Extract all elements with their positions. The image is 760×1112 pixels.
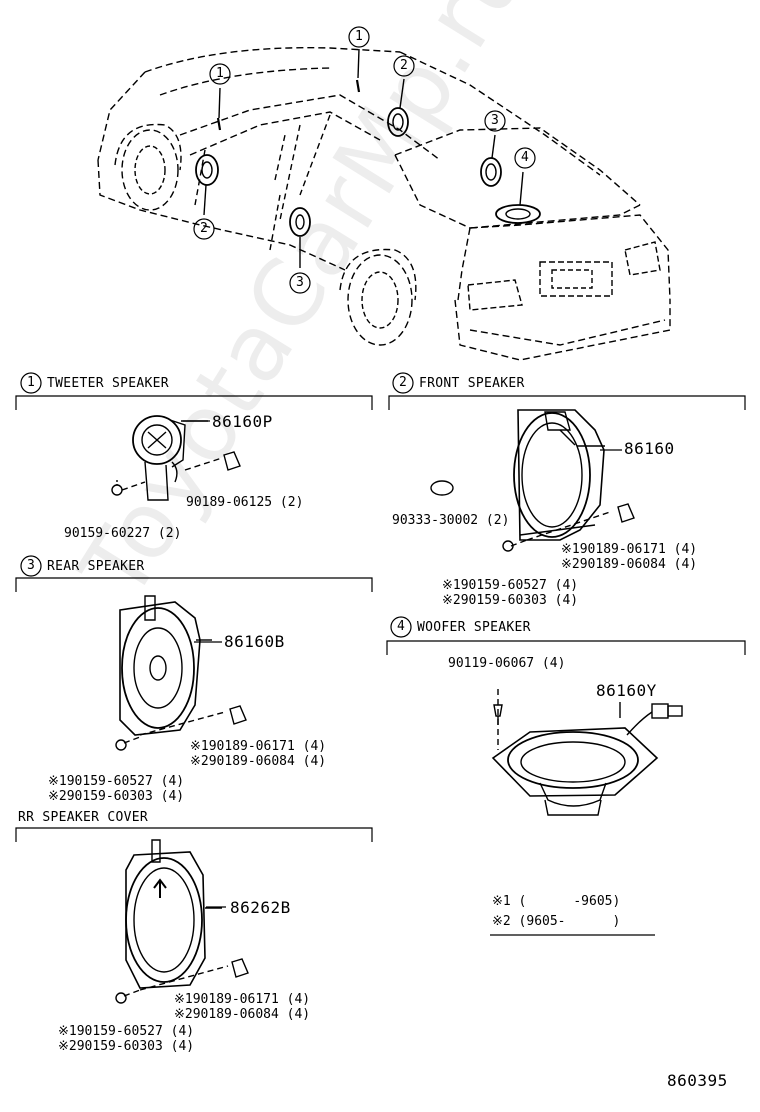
part-front-190189: ※190189-06171 (4) bbox=[561, 542, 698, 557]
rear-speaker-drawing bbox=[115, 595, 247, 751]
woofer-drawing bbox=[491, 689, 683, 816]
section-3-number: 3 bbox=[27, 558, 35, 573]
section-4-number: 4 bbox=[397, 619, 405, 634]
legend-row-1: ※1 ( -9605) bbox=[492, 894, 621, 909]
part-rear-290189: ※290189-06084 (4) bbox=[190, 754, 327, 769]
rear-title: REAR SPEAKER bbox=[47, 559, 145, 574]
callout-2-b: 2 bbox=[200, 221, 208, 236]
part-86160B: 86160B bbox=[224, 632, 285, 651]
cover-title: RR SPEAKER COVER bbox=[18, 810, 149, 825]
part-cover-290159: ※290159-60303 (4) bbox=[58, 1039, 195, 1054]
callout-4-a: 4 bbox=[521, 150, 529, 165]
part-cover-190159: ※190159-60527 (4) bbox=[58, 1024, 195, 1039]
section-brackets bbox=[15, 395, 746, 842]
legend-row-2: ※2 (9605- ) bbox=[492, 914, 621, 929]
part-rear-190159: ※190159-60527 (4) bbox=[48, 774, 185, 789]
callout-circles bbox=[20, 26, 536, 638]
part-front-290189: ※290189-06084 (4) bbox=[561, 557, 698, 572]
part-front-290159: ※290159-60303 (4) bbox=[442, 593, 579, 608]
car-illustration bbox=[97, 47, 671, 361]
callout-3-b: 3 bbox=[296, 275, 304, 290]
part-86262B: 86262B bbox=[230, 898, 291, 917]
part-rear-290159: ※290159-60303 (4) bbox=[48, 789, 185, 804]
leader-lines bbox=[183, 420, 622, 908]
part-86160Y: 86160Y bbox=[596, 681, 657, 700]
part-86160: 86160 bbox=[624, 439, 675, 458]
part-86160P: 86160P bbox=[212, 412, 273, 431]
part-90159-60227: 90159-60227 (2) bbox=[64, 526, 182, 541]
callout-2-a: 2 bbox=[400, 58, 408, 73]
callout-1-a: 1 bbox=[216, 66, 224, 81]
section-1-number: 1 bbox=[27, 375, 35, 390]
part-rear-190189: ※190189-06171 (4) bbox=[190, 739, 327, 754]
callout-3-a: 3 bbox=[491, 113, 499, 128]
part-90189-06125: 90189-06125 (2) bbox=[186, 495, 304, 510]
front-title: FRONT SPEAKER bbox=[419, 376, 525, 391]
tweeter-title: TWEETER SPEAKER bbox=[47, 376, 169, 391]
part-90333-30002: 90333-30002 (2) bbox=[392, 513, 510, 528]
tweeter-drawing bbox=[111, 415, 241, 501]
woofer-title: WOOFER SPEAKER bbox=[417, 620, 531, 635]
cover-drawing bbox=[115, 839, 249, 1004]
part-90119-06067: 90119-06067 (4) bbox=[448, 656, 566, 671]
callout-1-b: 1 bbox=[355, 29, 363, 44]
part-cover-290189: ※290189-06084 (4) bbox=[174, 1007, 311, 1022]
diagram-number: 860395 bbox=[667, 1071, 728, 1090]
section-2-number: 2 bbox=[399, 375, 407, 390]
front-speaker-drawing bbox=[430, 409, 635, 552]
part-front-190159: ※190159-60527 (4) bbox=[442, 578, 579, 593]
part-cover-190189: ※190189-06171 (4) bbox=[174, 992, 311, 1007]
